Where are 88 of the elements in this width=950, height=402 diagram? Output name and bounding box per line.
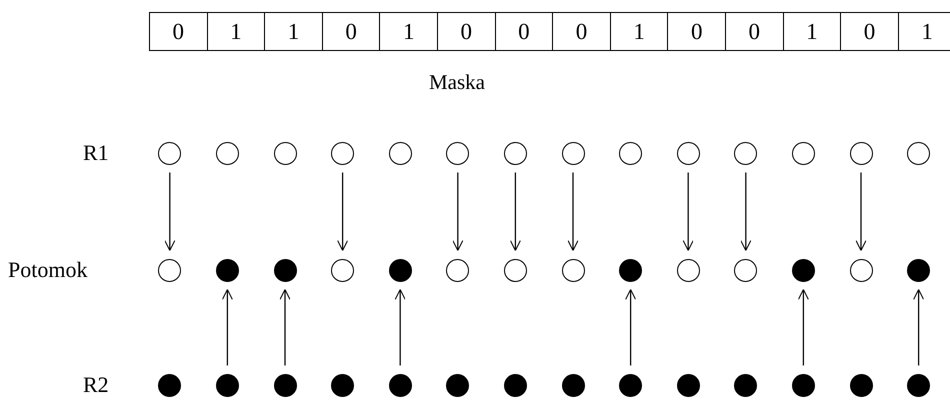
bit-value: 0 bbox=[864, 18, 876, 44]
hollow-circle bbox=[504, 258, 527, 282]
hollow-circle bbox=[850, 142, 872, 164]
hollow-circle bbox=[562, 142, 584, 164]
bit-value: 0 bbox=[345, 18, 357, 44]
row-label: R1 bbox=[83, 142, 109, 164]
hollow-circle bbox=[676, 142, 700, 164]
filled-circle bbox=[562, 374, 584, 396]
filled-circle bbox=[792, 374, 815, 396]
hollow-circle bbox=[158, 142, 182, 164]
filled-circle bbox=[446, 374, 470, 396]
bit-value: 0 bbox=[518, 18, 530, 44]
arrow bbox=[740, 172, 752, 251]
hollow-circle bbox=[734, 258, 758, 282]
bit-value: 1 bbox=[633, 18, 645, 44]
filled-circle bbox=[274, 258, 296, 282]
filled-circle bbox=[274, 374, 296, 396]
row-caption: Maska bbox=[429, 72, 485, 93]
arrow bbox=[568, 172, 578, 251]
mask-cell bbox=[840, 12, 899, 51]
hollow-circle bbox=[216, 142, 239, 164]
bit-value: 0 bbox=[576, 18, 588, 44]
filled-circle bbox=[850, 374, 872, 396]
hollow-circle bbox=[792, 142, 815, 164]
mask-cell bbox=[322, 12, 380, 51]
bit-value: 1 bbox=[230, 18, 242, 44]
hollow-circle bbox=[562, 258, 584, 282]
mask-cell bbox=[494, 12, 554, 51]
bit-value: 1 bbox=[402, 18, 414, 44]
hollow-circle bbox=[907, 142, 930, 164]
hollow-circle bbox=[504, 142, 527, 164]
filled-circle bbox=[331, 374, 354, 396]
arrow bbox=[510, 172, 521, 251]
arrow bbox=[856, 172, 866, 251]
filled-circle bbox=[388, 258, 412, 282]
arrow bbox=[798, 289, 809, 366]
filled-circle bbox=[504, 374, 527, 396]
filled-circle bbox=[158, 374, 182, 396]
arrow bbox=[280, 289, 290, 366]
hollow-circle bbox=[734, 142, 758, 164]
hollow-circle bbox=[850, 258, 872, 282]
filled-circle bbox=[907, 258, 930, 282]
bit-value: 1 bbox=[288, 18, 300, 44]
arrow bbox=[222, 289, 233, 366]
filled-circle bbox=[216, 258, 239, 282]
row-label: R2 bbox=[83, 374, 109, 396]
arrow bbox=[164, 172, 176, 251]
arrow bbox=[625, 289, 636, 366]
mask-cell bbox=[667, 12, 726, 51]
arrow bbox=[682, 172, 694, 251]
bit-value: 0 bbox=[690, 18, 702, 44]
mask-cell bbox=[437, 12, 496, 51]
mask-cell bbox=[264, 12, 323, 51]
filled-circle bbox=[216, 374, 239, 396]
hollow-circle bbox=[331, 258, 354, 282]
hollow-circle bbox=[158, 258, 182, 282]
arrow bbox=[913, 289, 924, 366]
mask-cell bbox=[610, 12, 668, 51]
bit-value: 1 bbox=[921, 18, 933, 44]
filled-circle bbox=[734, 374, 758, 396]
mask-cell bbox=[898, 12, 950, 51]
hollow-circle bbox=[446, 142, 470, 164]
hollow-circle bbox=[619, 142, 642, 164]
filled-circle bbox=[907, 374, 930, 396]
hollow-circle bbox=[274, 142, 296, 164]
arrow bbox=[394, 289, 406, 366]
row-label: Potomok bbox=[8, 259, 88, 281]
bit-value: 1 bbox=[806, 18, 818, 44]
mask-cell bbox=[206, 12, 266, 51]
mask-cell bbox=[552, 12, 611, 51]
bit-value: 0 bbox=[172, 18, 184, 44]
mask-cell bbox=[725, 12, 784, 51]
hollow-circle bbox=[388, 142, 412, 164]
hollow-circle bbox=[331, 142, 354, 164]
filled-circle bbox=[388, 374, 412, 396]
arrow bbox=[337, 172, 348, 251]
filled-circle bbox=[619, 258, 642, 282]
hollow-circle bbox=[446, 258, 470, 282]
bit-value: 0 bbox=[460, 18, 472, 44]
mask-cell bbox=[379, 12, 438, 51]
mask-cell bbox=[149, 12, 208, 51]
hollow-circle bbox=[676, 258, 700, 282]
bit-value: 0 bbox=[748, 18, 760, 44]
mask-cell bbox=[782, 12, 842, 51]
filled-circle bbox=[792, 258, 815, 282]
filled-circle bbox=[676, 374, 700, 396]
filled-circle bbox=[619, 374, 642, 396]
arrow bbox=[452, 172, 464, 251]
